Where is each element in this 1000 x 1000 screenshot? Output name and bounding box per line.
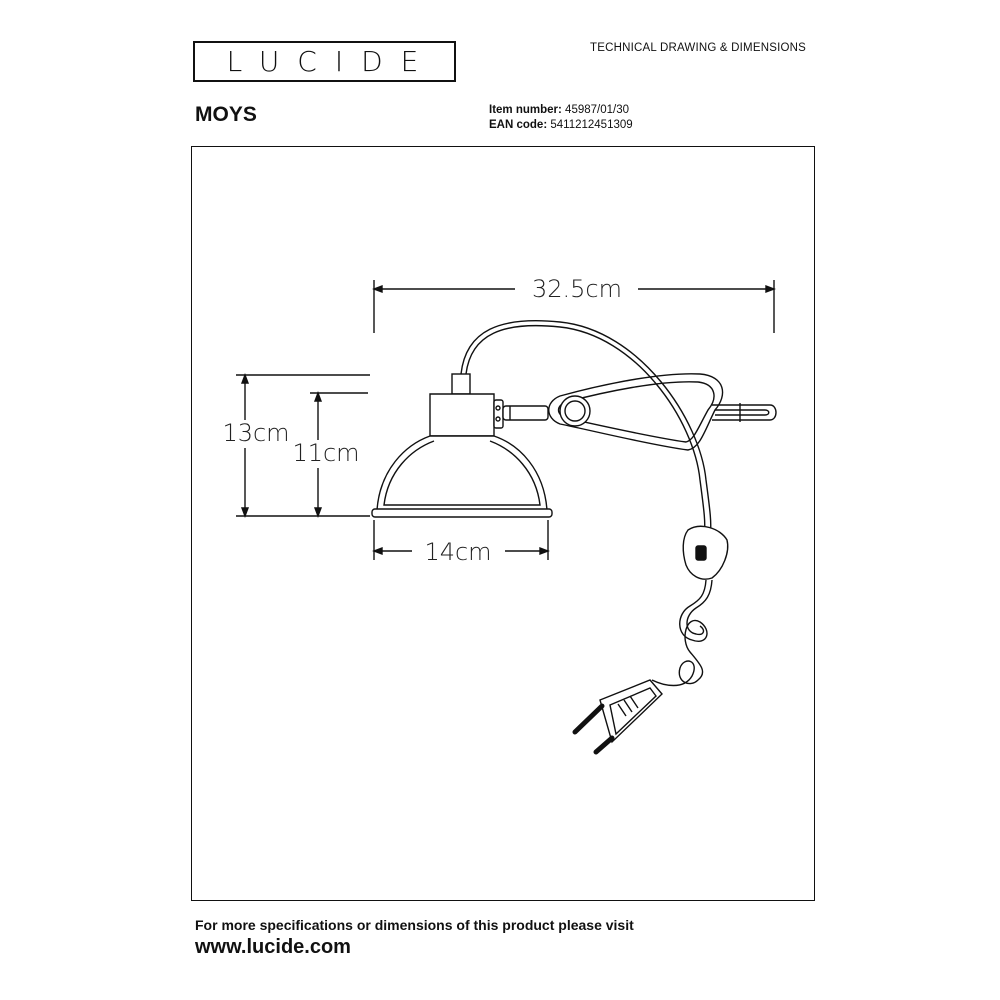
shade-rim [371, 508, 553, 518]
height-shade-label: 11cm [292, 439, 359, 467]
connector-rod [502, 405, 549, 421]
height-shade-dimension-line [310, 391, 368, 518]
shade-diameter-label: 14cm [424, 538, 491, 566]
shade-diameter-dimension-line [372, 520, 550, 560]
brand-logo: LUCIDE [193, 41, 456, 82]
drawing-frame [191, 146, 815, 901]
item-number-label: Item number: [489, 104, 562, 116]
coiled-cable [651, 579, 708, 687]
lamp-shade [376, 435, 548, 511]
cable-arc [460, 320, 712, 536]
joint-knob [493, 399, 504, 429]
width-dimension-line [372, 280, 776, 333]
height-total-label: 13cm [222, 419, 289, 447]
width-total-label: 32.5cm [532, 275, 622, 303]
document-type: TECHNICAL DRAWING & DIMENSIONS [590, 42, 806, 54]
lamp-socket [451, 373, 471, 395]
clamp-spring [712, 404, 777, 421]
lamp-head [429, 393, 495, 437]
ean-code-label: EAN code: [489, 119, 548, 131]
brand-logo-text: LUCIDE [226, 45, 437, 78]
plug-pin-2 [593, 735, 615, 755]
website-link[interactable]: www.lucide.com [195, 936, 351, 958]
ean-code-value: 5411212451309 [550, 119, 633, 131]
footer-note: For more specifications or dimensions of… [195, 917, 634, 933]
item-number-value: 45987/01/30 [565, 104, 629, 116]
cable-arc-inner [465, 324, 706, 536]
item-number: Item number: 45987/01/30 [489, 104, 629, 116]
clamp-frame [548, 373, 724, 451]
height-total-dimension-line [236, 373, 370, 518]
product-name: MOYS [195, 103, 257, 126]
ean-code: EAN code: 5411212451309 [489, 119, 633, 131]
plug-pin-1 [572, 703, 605, 735]
